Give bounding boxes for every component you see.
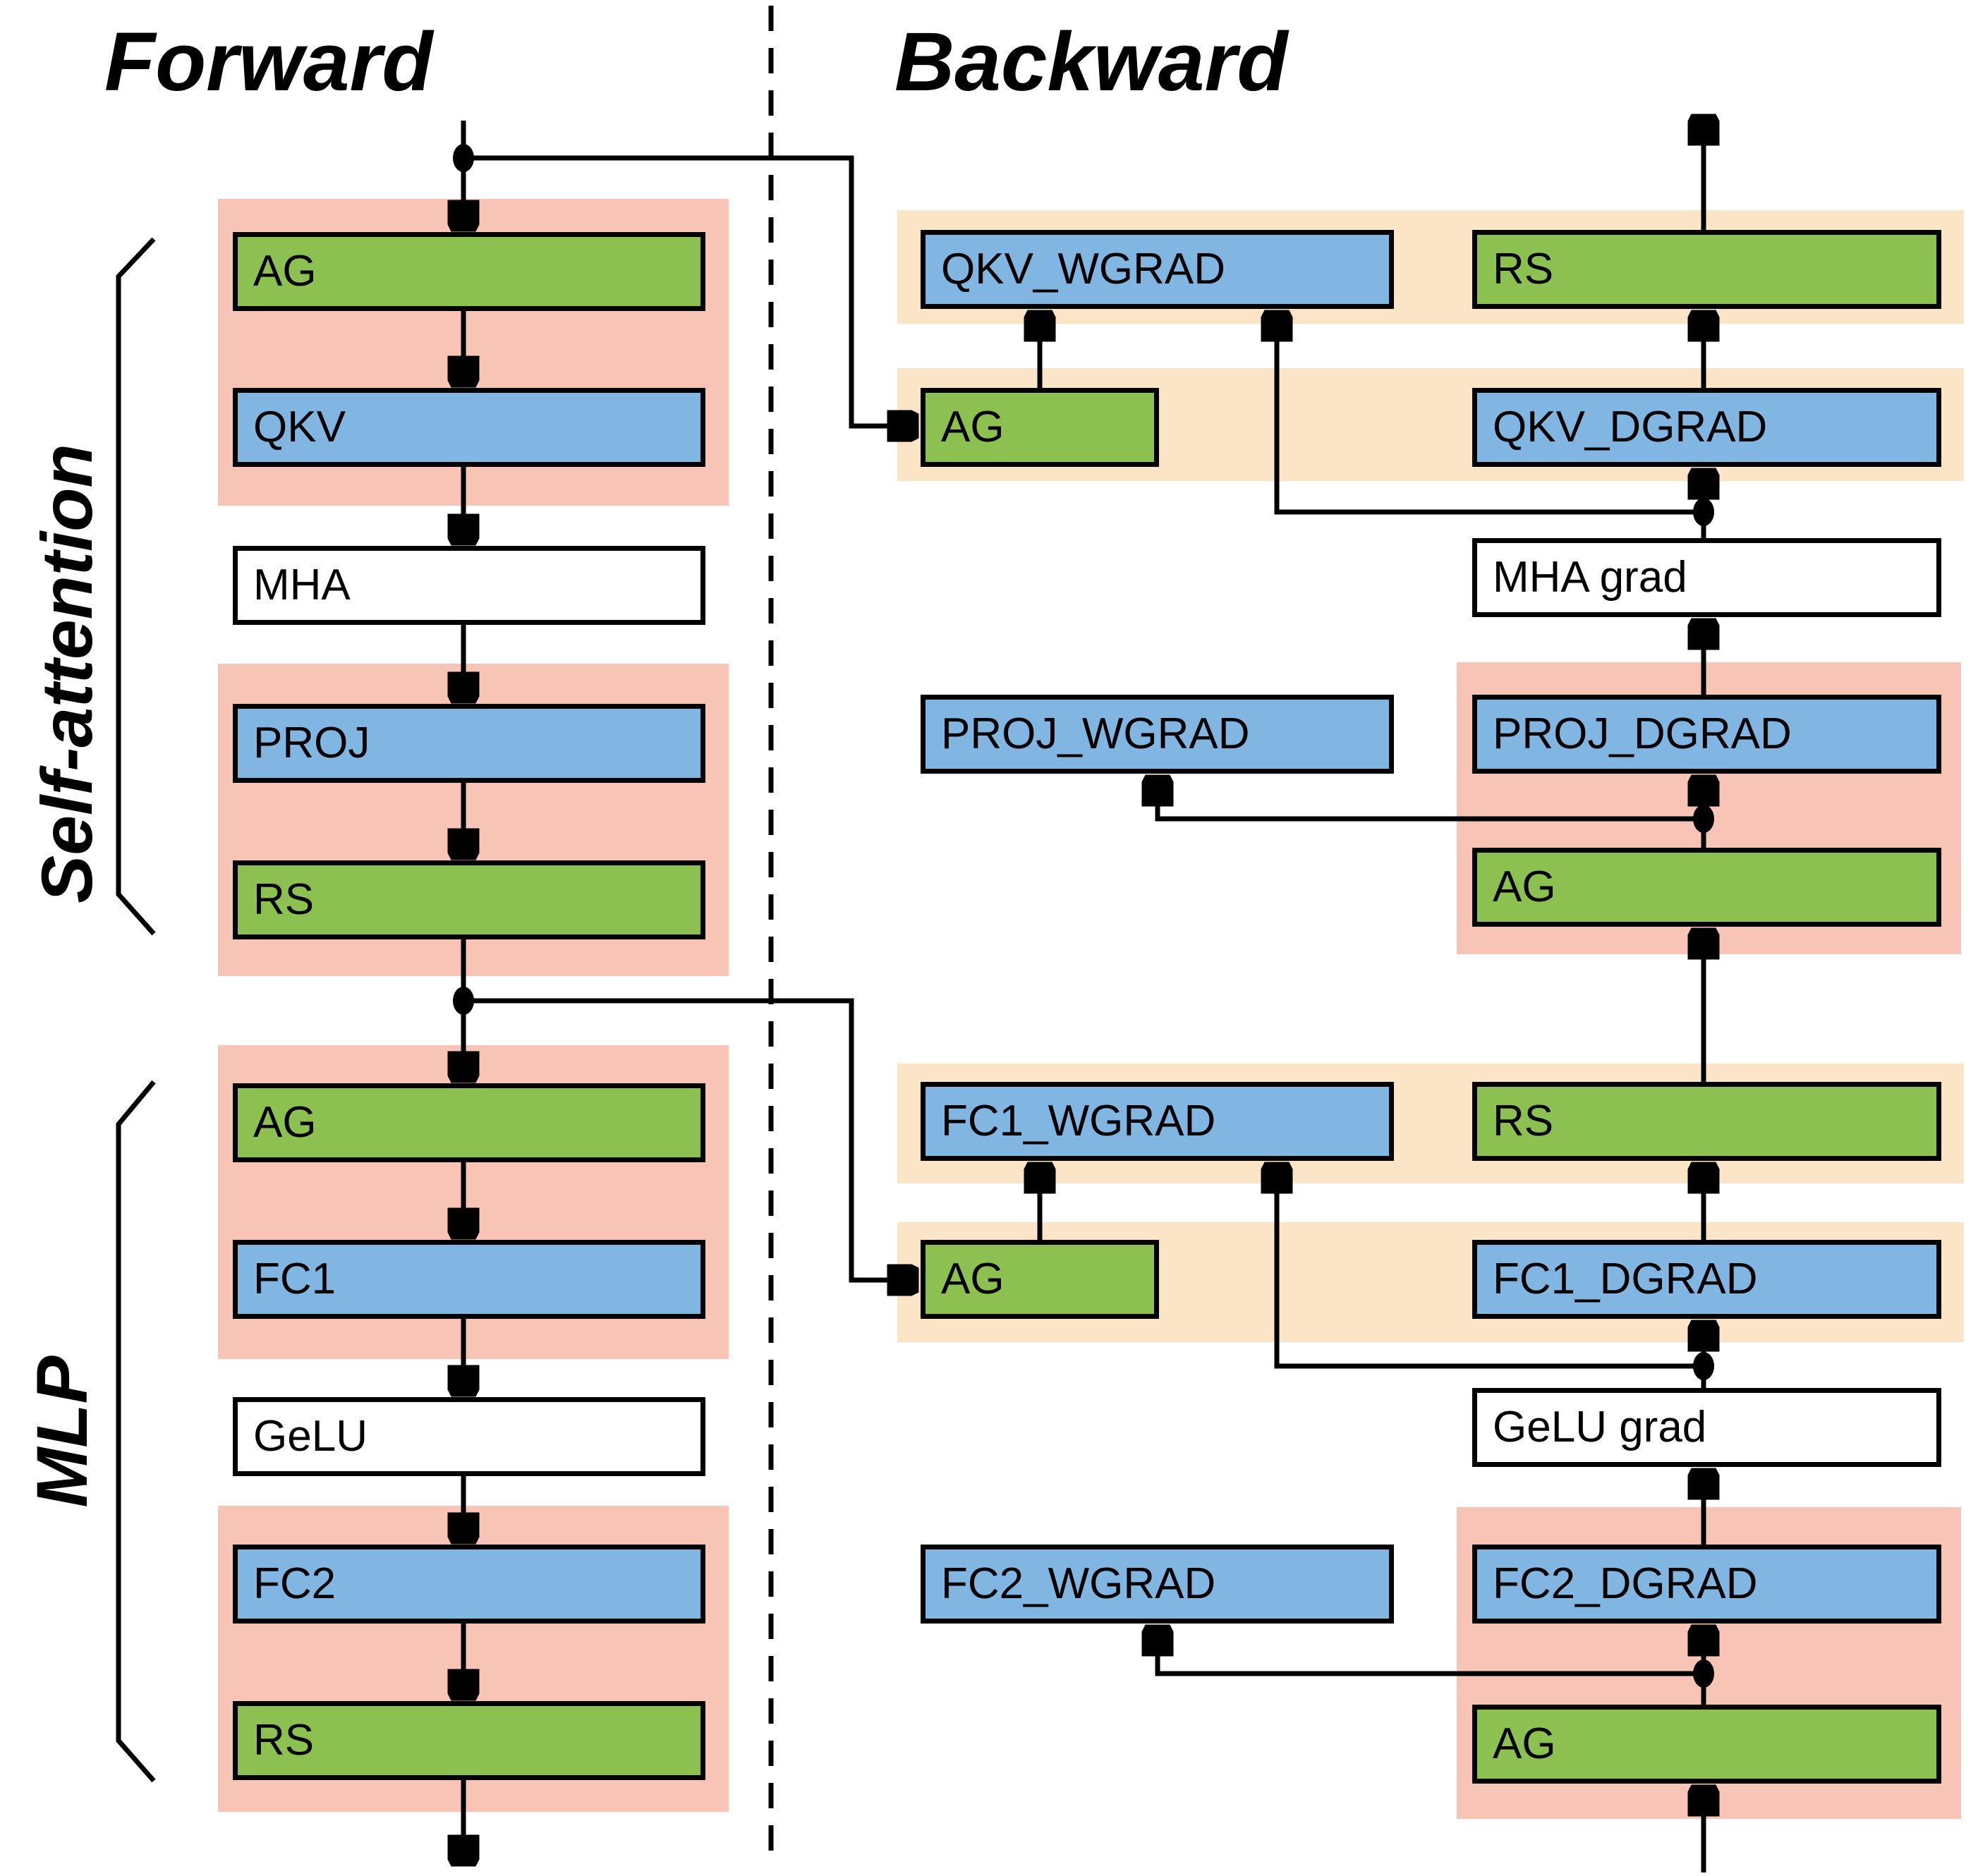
forward-attn-branch-dot <box>453 144 474 172</box>
self-attention-bracket <box>116 237 156 936</box>
forward-mlp-branch-dot <box>453 987 474 1015</box>
backward-proj-branch-dot <box>1693 805 1714 833</box>
qkv-wgrad-branch-arrow <box>1277 315 1704 515</box>
backward-allgather-mlp-box: AG <box>921 1240 1159 1319</box>
backward-title: Backward <box>894 16 1288 109</box>
forward-mha-box: MHA <box>233 546 705 625</box>
mlp-bracket <box>116 1080 156 1783</box>
forward-allgather-mlp-box: AG <box>233 1083 705 1162</box>
mlp-activation-branch-to-backward-ag <box>463 998 914 1280</box>
backward-qkv-wgrad-box: QKV_WGRAD <box>921 230 1394 309</box>
backward-fc2-branch-dot <box>1693 1659 1714 1688</box>
backward-fc2-wgrad-box: FC2_WGRAD <box>921 1545 1394 1624</box>
attn-activation-branch-to-backward-ag <box>463 155 914 426</box>
backward-allgather-proj-box: AG <box>1472 848 1941 927</box>
forward-gelu-box: GeLU <box>233 1397 705 1476</box>
backward-gelu-grad-box: GeLU grad <box>1472 1388 1941 1467</box>
forward-allgather-attn-box: AG <box>233 232 705 311</box>
forward-title: Forward <box>104 16 433 109</box>
backward-proj-wgrad-box: PROJ_WGRAD <box>921 695 1394 774</box>
backward-fc1-wgrad-box: FC1_WGRAD <box>921 1082 1394 1161</box>
fc1-wgrad-branch-arrow <box>1277 1167 1704 1369</box>
fc2-wgrad-branch-arrow <box>1158 1629 1704 1676</box>
backward-reducescatter-mlp-box: RS <box>1472 1082 1941 1161</box>
backward-fc1-dgrad-box: FC1_DGRAD <box>1472 1240 1941 1319</box>
backward-allgather-attn-box: AG <box>921 388 1159 467</box>
backward-reducescatter-attn-box: RS <box>1472 230 1941 309</box>
self-attention-group-label: Self-attention <box>27 444 107 903</box>
backward-qkv-dgrad-box: QKV_DGRAD <box>1472 388 1941 467</box>
forward-reducescatter-attn-box: RS <box>233 860 705 939</box>
forward-proj-box: PROJ <box>233 704 705 783</box>
backward-proj-dgrad-box: PROJ_DGRAD <box>1472 695 1941 774</box>
backward-fc2-dgrad-box: FC2_DGRAD <box>1472 1545 1941 1624</box>
forward-reducescatter-mlp-box: RS <box>233 1701 705 1780</box>
forward-qkv-box: QKV <box>233 388 705 467</box>
backward-qkv-branch-dot <box>1693 498 1714 526</box>
mlp-group-label: MLP <box>22 1356 102 1508</box>
forward-fc2-box: FC2 <box>233 1545 705 1624</box>
forward-fc1-box: FC1 <box>233 1240 705 1319</box>
backward-mha-grad-box: MHA grad <box>1472 538 1941 617</box>
backward-allgather-fc2-box: AG <box>1472 1705 1941 1784</box>
backward-fc1-branch-dot <box>1693 1352 1714 1380</box>
proj-wgrad-branch-arrow <box>1158 779 1704 822</box>
